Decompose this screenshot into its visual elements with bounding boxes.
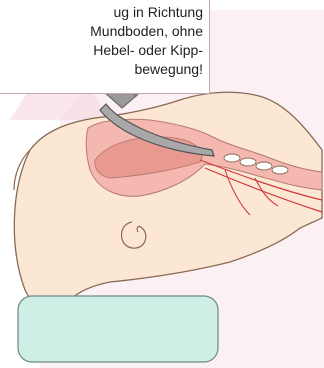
callout-line-4: bewegung! <box>0 60 203 79</box>
callout-line-1: ug in Richtung <box>0 3 203 22</box>
callout-line-3: Hebel- oder Kipp- <box>0 41 203 60</box>
instruction-callout: ug in Richtung Mundboden, ohne Hebel- od… <box>0 0 210 94</box>
callout-line-2: Mundboden, ohne <box>0 22 203 41</box>
pillow <box>18 296 218 362</box>
